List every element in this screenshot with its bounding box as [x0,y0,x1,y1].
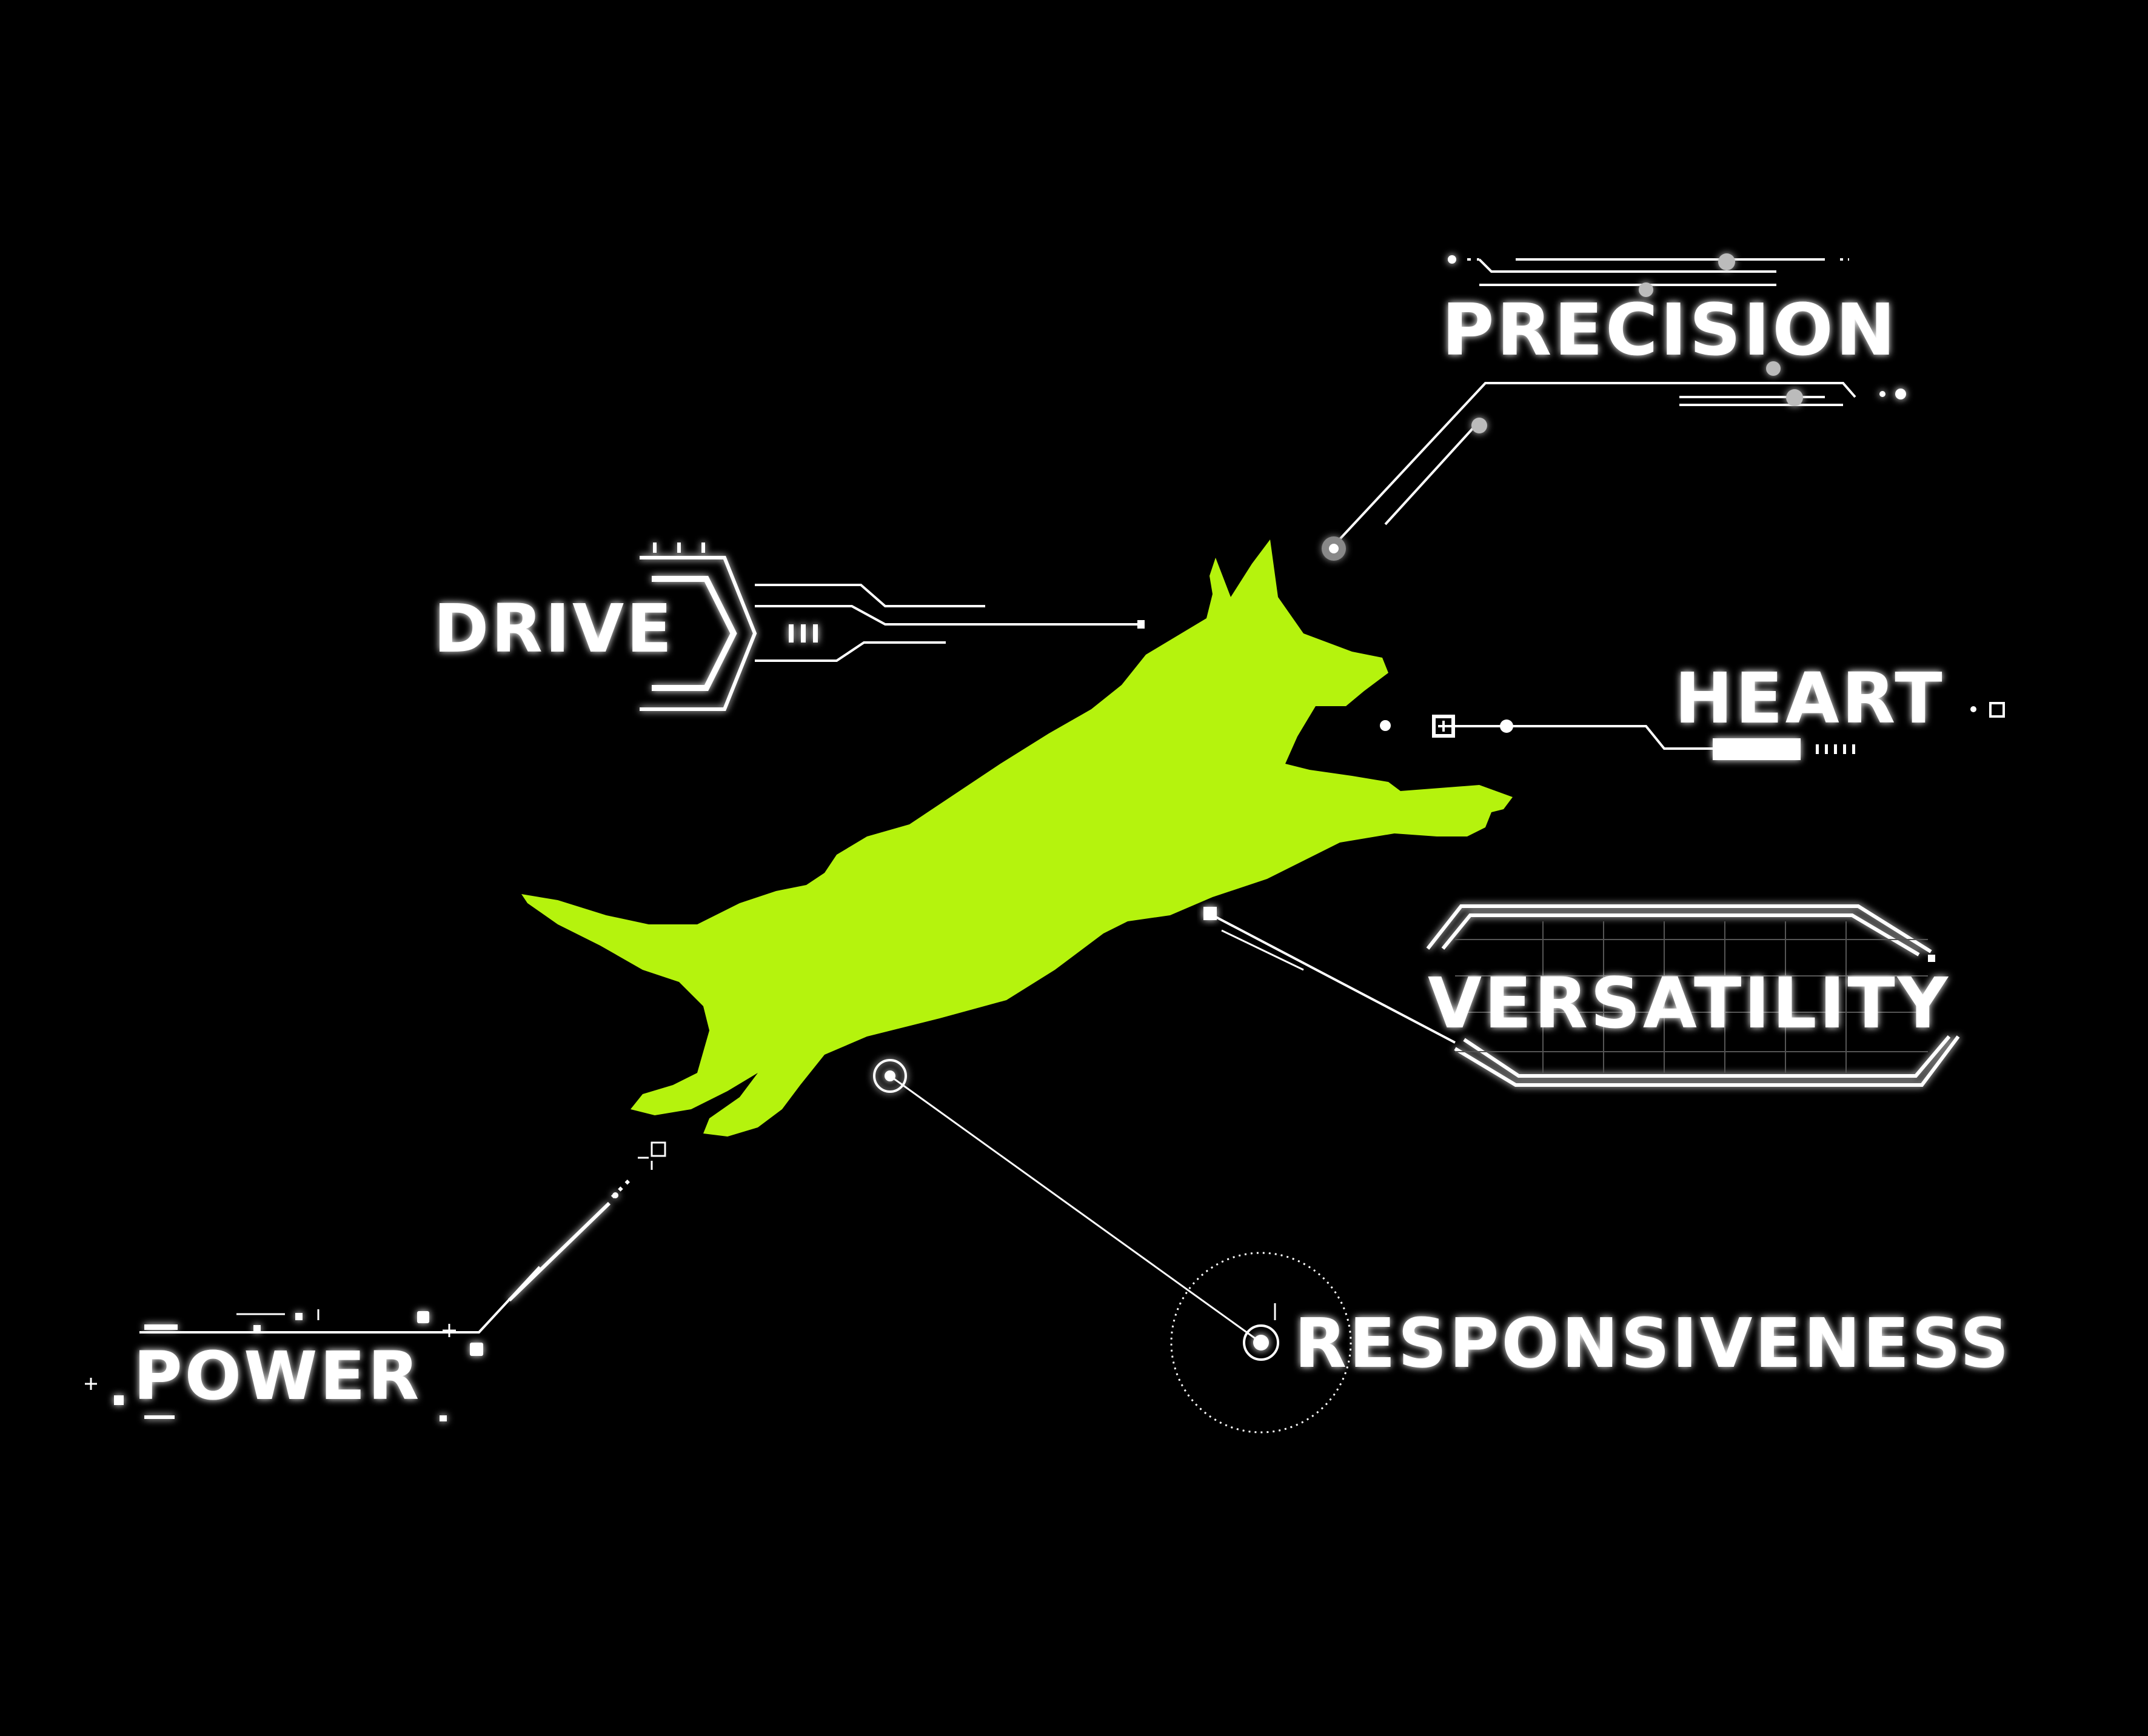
versatility-connector [1212,914,1456,1044]
responsiveness-nodes [885,1070,1269,1350]
power-nodes [114,1192,618,1421]
label-power: POWER [133,1337,421,1415]
versatility-endpoint [1203,907,1217,920]
dog-silhouette [521,539,1513,1137]
label-responsiveness: RESPONSIVENESS [1294,1304,2012,1383]
versatility-grid [1455,921,1928,1073]
precision-nodes [1322,253,1906,561]
label-versatility: VERSATILITY [1428,963,1950,1044]
versatility-frame [1426,904,1960,1087]
label-precision: PRECISION [1442,288,1898,372]
precision-circuit [1333,258,1856,547]
drive-circuit [755,584,1140,662]
drive-bracket [640,542,818,711]
heart-connector [1432,702,2005,750]
power-circuit [85,1141,666,1390]
responsiveness-connector [873,1059,1352,1434]
label-drive: DRIVE [433,590,674,667]
heart-nodes [1380,706,1976,760]
versatility-tick [1928,955,1935,962]
label-heart: HEART [1675,658,1945,739]
drive-endpoint [1137,620,1145,629]
